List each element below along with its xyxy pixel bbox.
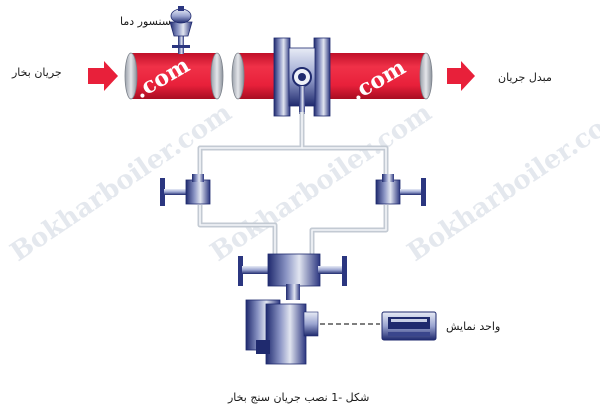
left-pipe-segment: .com [124, 52, 224, 104]
manifold-icon [238, 253, 347, 300]
temperature-sensor-icon [169, 6, 193, 54]
outlet-arrow-icon [447, 61, 475, 91]
left-isolation-valve-icon [160, 174, 211, 206]
transmitter-icon [245, 299, 319, 365]
right-isolation-valve-icon [375, 174, 426, 206]
display-unit-label: واحد نمایش [446, 320, 501, 333]
flow-converter-label: مبدل جریان [498, 71, 552, 84]
steam-flow-label: جریان بخار [12, 66, 62, 79]
temp-sensor-label: سنسور دما [120, 15, 171, 28]
inlet-arrow-icon [88, 61, 118, 91]
impulse-tubing-highlight [199, 112, 387, 258]
flow-meter-body [273, 37, 331, 117]
right-pipe-segment: .com [231, 52, 433, 106]
display-unit-icon [381, 311, 437, 341]
figure-caption: شکل -1 نصب جریان سنج بخار [228, 391, 370, 404]
